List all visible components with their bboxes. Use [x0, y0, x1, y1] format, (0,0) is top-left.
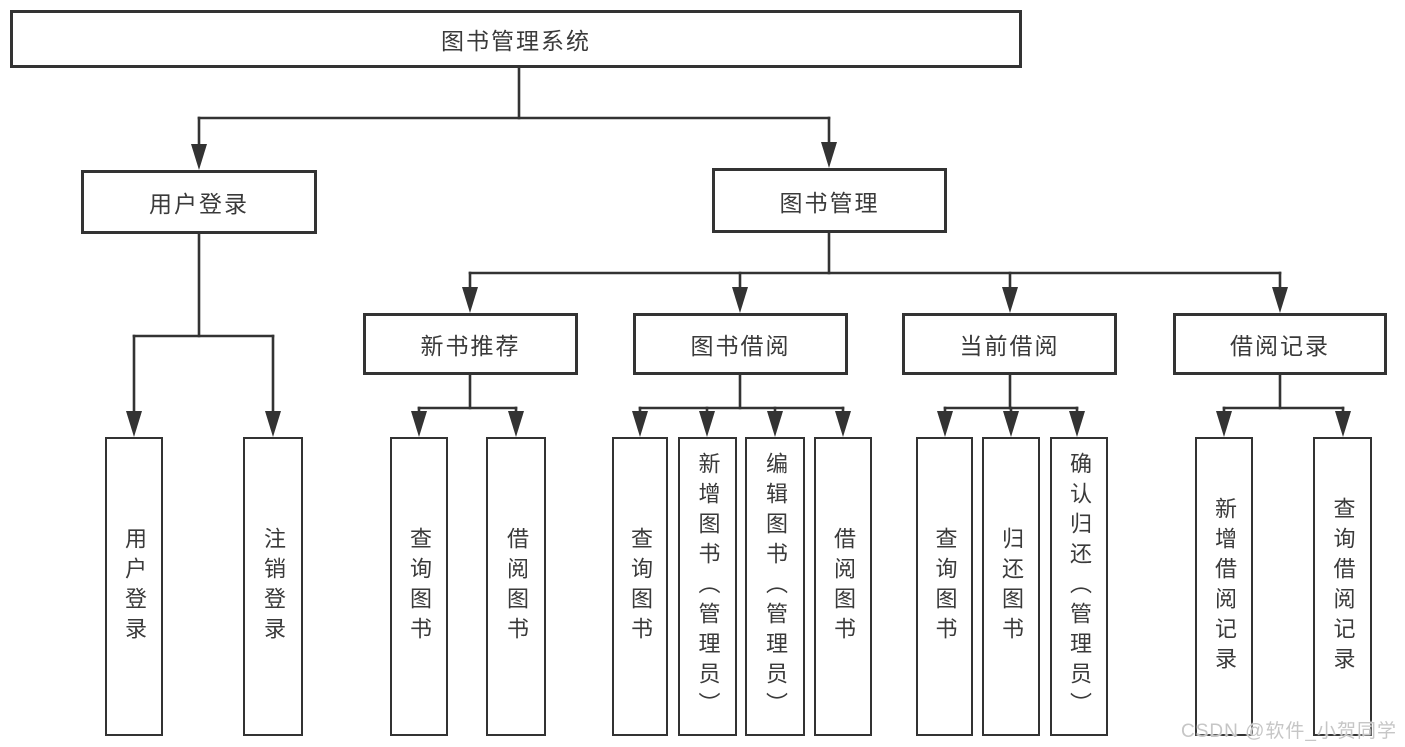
node-book-borrow: 图书借阅: [633, 313, 848, 375]
node-current-borrow: 当前借阅: [902, 313, 1117, 375]
leaf-borrow-book: 借阅图书: [814, 437, 872, 736]
leaf-query-book-borrow: 查询图书: [612, 437, 668, 736]
node-root-system: 图书管理系统: [10, 10, 1022, 68]
node-new-book-recommend: 新书推荐: [363, 313, 578, 375]
leaf-query-book-recommend: 查询图书: [390, 437, 448, 736]
node-user-login-branch: 用户登录: [81, 170, 317, 234]
leaf-logout: 注销登录: [243, 437, 303, 736]
leaf-edit-book-admin: 编辑图书（管理员）: [745, 437, 805, 736]
leaf-query-book-current: 查询图书: [916, 437, 973, 736]
leaf-query-borrow-record: 查询借阅记录: [1313, 437, 1372, 736]
leaf-add-book-admin: 新增图书（管理员）: [678, 437, 737, 736]
csdn-watermark: CSDN @软件_小贺同学: [1181, 721, 1397, 742]
leaf-return-book: 归还图书: [982, 437, 1040, 736]
leaf-add-borrow-record: 新增借阅记录: [1195, 437, 1253, 736]
node-borrow-record: 借阅记录: [1173, 313, 1387, 375]
leaf-borrow-book-recommend: 借阅图书: [486, 437, 546, 736]
node-book-management-branch: 图书管理: [712, 168, 947, 233]
leaf-confirm-return-admin: 确认归还（管理员）: [1050, 437, 1108, 736]
leaf-user-login: 用户登录: [105, 437, 163, 736]
